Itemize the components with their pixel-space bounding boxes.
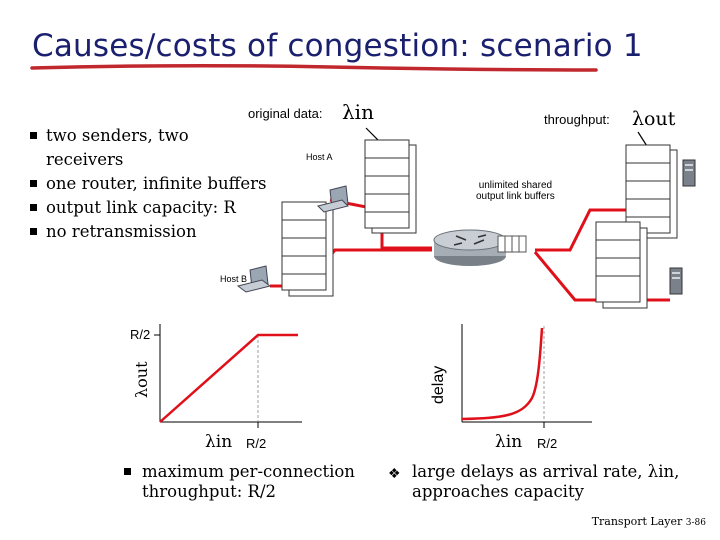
bullet-item: two senders, two receivers — [30, 124, 226, 172]
bullet-item: one router, infinite buffers — [30, 172, 266, 196]
server-icon-1 — [682, 159, 696, 187]
delay-curve — [461, 327, 544, 421]
right-graph-note: ❖ large delays as arrival rate, λin, app… — [388, 462, 680, 501]
left-y-tick-label: R/2 — [130, 327, 151, 342]
bullet-square-icon — [30, 204, 37, 211]
router-icon — [433, 229, 507, 266]
host-b-label: Host B — [220, 274, 248, 284]
original-data-label: original data: — [248, 106, 323, 121]
right-x-tick-label: R/2 — [537, 436, 558, 451]
throughput-curve — [159, 333, 298, 423]
right-x-axis-label: λin — [495, 432, 523, 452]
receiver-1-buffer — [625, 144, 678, 239]
output-queue — [497, 235, 527, 253]
bullet-square-icon — [30, 132, 37, 139]
left-graph-note: maximum per-connection throughput: R/2 — [124, 462, 374, 502]
lambda-out-label: λout — [632, 108, 676, 130]
slide-title: Causes/costs of congestion: scenario 1 — [32, 28, 643, 64]
network-diagram — [236, 127, 696, 309]
throughput-graph — [154, 324, 302, 428]
delay-graph — [461, 324, 592, 428]
host-a-computer-icon — [317, 185, 349, 213]
bullet-square-icon — [124, 468, 131, 475]
bullet-list: two senders, two receivers one router, i… — [30, 124, 266, 244]
throughput-label: throughput: — [544, 112, 610, 127]
footer: Transport Layer 3-86 — [591, 515, 706, 528]
host-b-computer-icon — [236, 265, 272, 293]
sender-a-buffer — [364, 139, 417, 234]
right-y-axis-label: delay — [430, 365, 447, 404]
bullet-square-icon — [30, 180, 37, 187]
title-underline — [30, 63, 598, 72]
link-router-receiver-1 — [535, 208, 650, 252]
page-number: 3-86 — [685, 518, 706, 528]
sender-b-buffer — [281, 201, 334, 297]
buffer-note: unlimited shared output link buffers — [476, 180, 555, 202]
left-y-axis-label: λout — [132, 361, 151, 398]
bullet-item: output link capacity: R — [30, 196, 266, 220]
receiver-2-buffer — [595, 221, 648, 309]
diamond-bullet-icon: ❖ — [388, 466, 401, 482]
left-x-axis-label: λin — [205, 432, 233, 452]
lambda-in-label: λin — [342, 100, 374, 124]
host-a-label: Host A — [306, 152, 333, 162]
bullet-square-icon — [30, 228, 37, 235]
left-x-tick-label: R/2 — [246, 436, 267, 451]
server-icon-2 — [669, 267, 683, 295]
bullet-item: no retransmission — [30, 220, 266, 244]
